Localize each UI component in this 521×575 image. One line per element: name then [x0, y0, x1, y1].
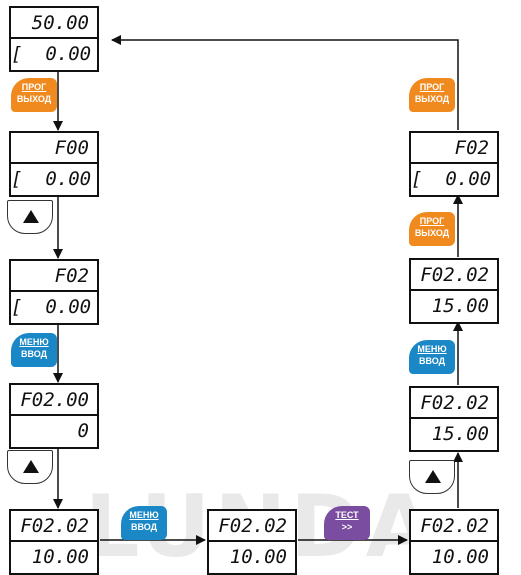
up-triangle-icon	[425, 470, 441, 483]
lcd-display: F02.00 0	[9, 383, 99, 449]
display-bottom-value: [ 0.00	[411, 168, 492, 190]
lcd-display: F02.02 15.00	[409, 258, 499, 324]
up-triangle-icon	[23, 460, 39, 473]
lcd-display: F02.02 10.00	[207, 509, 297, 575]
button-line2: ВЫХОД	[414, 94, 450, 104]
up-arrow-button[interactable]	[7, 200, 53, 234]
lcd-display: F02 [ 0.00	[409, 131, 499, 197]
prog-exit-button[interactable]: ПРОГ ВЫХОД	[409, 212, 455, 246]
button-line1: ТЕСТ	[335, 510, 359, 520]
display-top-value: F02	[411, 133, 497, 164]
display-top-value: 50.00	[11, 8, 97, 39]
lcd-display: F02.02 10.00	[9, 509, 99, 575]
menu-enter-button[interactable]: МЕНЮ ВВОД	[409, 340, 455, 374]
display-bottom-value: 15.00	[431, 295, 489, 317]
display-top-value: F02	[11, 261, 97, 292]
up-triangle-icon	[23, 210, 39, 223]
lcd-display: F02.02 15.00	[409, 386, 499, 452]
button-line1: МЕНЮ	[19, 337, 49, 347]
lcd-display: F02.02 10.00	[409, 509, 499, 575]
display-top-value: F02.02	[411, 511, 497, 542]
test-shift-button[interactable]: ТЕСТ >>	[324, 506, 370, 540]
button-line1: ПРОГ	[21, 82, 47, 92]
display-top-value: F02.02	[209, 511, 295, 542]
lcd-display: 50.00 [ 0.00	[9, 6, 99, 72]
prog-exit-button[interactable]: ПРОГ ВЫХОД	[409, 78, 455, 112]
button-line1: ПРОГ	[419, 216, 445, 226]
display-top-value: F02.02	[11, 511, 97, 542]
button-line1: ПРОГ	[419, 82, 445, 92]
display-bottom-value: [ 0.00	[11, 43, 92, 65]
lcd-display: F00 [ 0.00	[9, 131, 99, 197]
button-line2: ВВОД	[20, 349, 48, 359]
display-bottom-value: 15.00	[431, 423, 489, 445]
display-top-value: F02.00	[11, 385, 97, 416]
button-line1: МЕНЮ	[417, 344, 447, 354]
up-arrow-button[interactable]	[409, 460, 455, 494]
display-bottom-value: [ 0.00	[11, 296, 92, 318]
display-bottom-value: 10.00	[431, 546, 489, 568]
display-top-value: F00	[11, 133, 97, 164]
menu-enter-button[interactable]: МЕНЮ ВВОД	[11, 333, 57, 367]
button-line2: >>	[341, 522, 353, 532]
display-top-value: F02.02	[411, 388, 497, 419]
button-line2: ВВОД	[418, 356, 446, 366]
button-line2: ВЫХОД	[16, 94, 52, 104]
button-line2: ВЫХОД	[414, 228, 450, 238]
display-bottom-value: 0	[77, 420, 89, 442]
lcd-display: F02 [ 0.00	[9, 259, 99, 325]
display-bottom-value: 10.00	[31, 546, 89, 568]
button-line1: МЕНЮ	[129, 510, 159, 520]
up-arrow-button[interactable]	[7, 450, 53, 484]
display-bottom-value: 10.00	[229, 546, 287, 568]
display-top-value: F02.02	[411, 260, 497, 291]
button-line2: ВВОД	[130, 522, 158, 532]
menu-enter-button[interactable]: МЕНЮ ВВОД	[121, 506, 167, 540]
display-bottom-value: [ 0.00	[11, 168, 92, 190]
prog-exit-button[interactable]: ПРОГ ВЫХОД	[11, 78, 57, 112]
arrow-d10-d1	[111, 35, 459, 130]
